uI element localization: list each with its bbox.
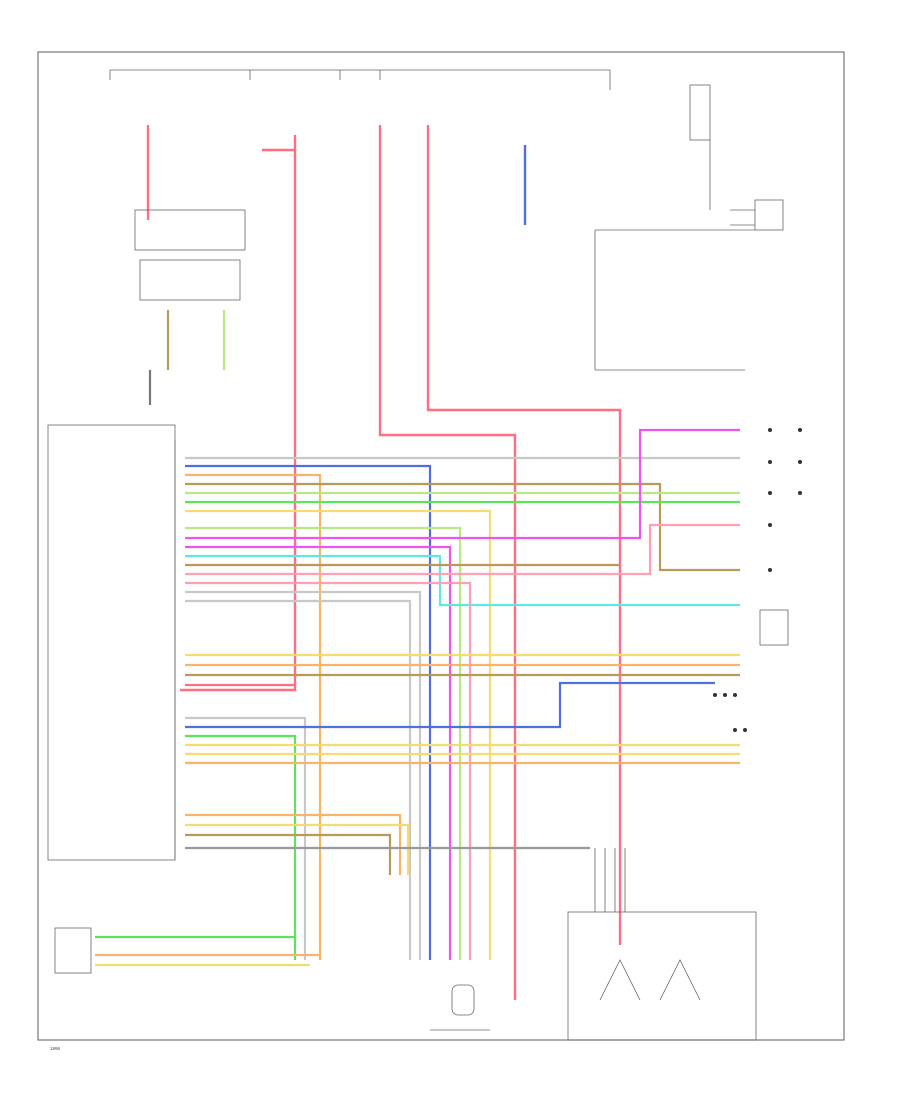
control-module-box xyxy=(47,424,176,861)
position-sensor-box xyxy=(54,927,92,974)
top-components xyxy=(134,84,784,371)
lower-left-sensor-wires xyxy=(95,935,320,967)
ignition-feed-wires xyxy=(146,125,622,1000)
diagram-border xyxy=(37,51,845,1041)
neutral-switch-box xyxy=(759,609,789,646)
module-signal-wires xyxy=(185,428,740,960)
shift-motor xyxy=(430,984,490,1031)
top-fuse-bus xyxy=(109,69,611,90)
right-connectors xyxy=(713,428,802,732)
encoder-motor xyxy=(567,848,757,1041)
footer-label: 1996 xyxy=(50,1046,61,1051)
upper-left-short-wires xyxy=(148,310,226,405)
